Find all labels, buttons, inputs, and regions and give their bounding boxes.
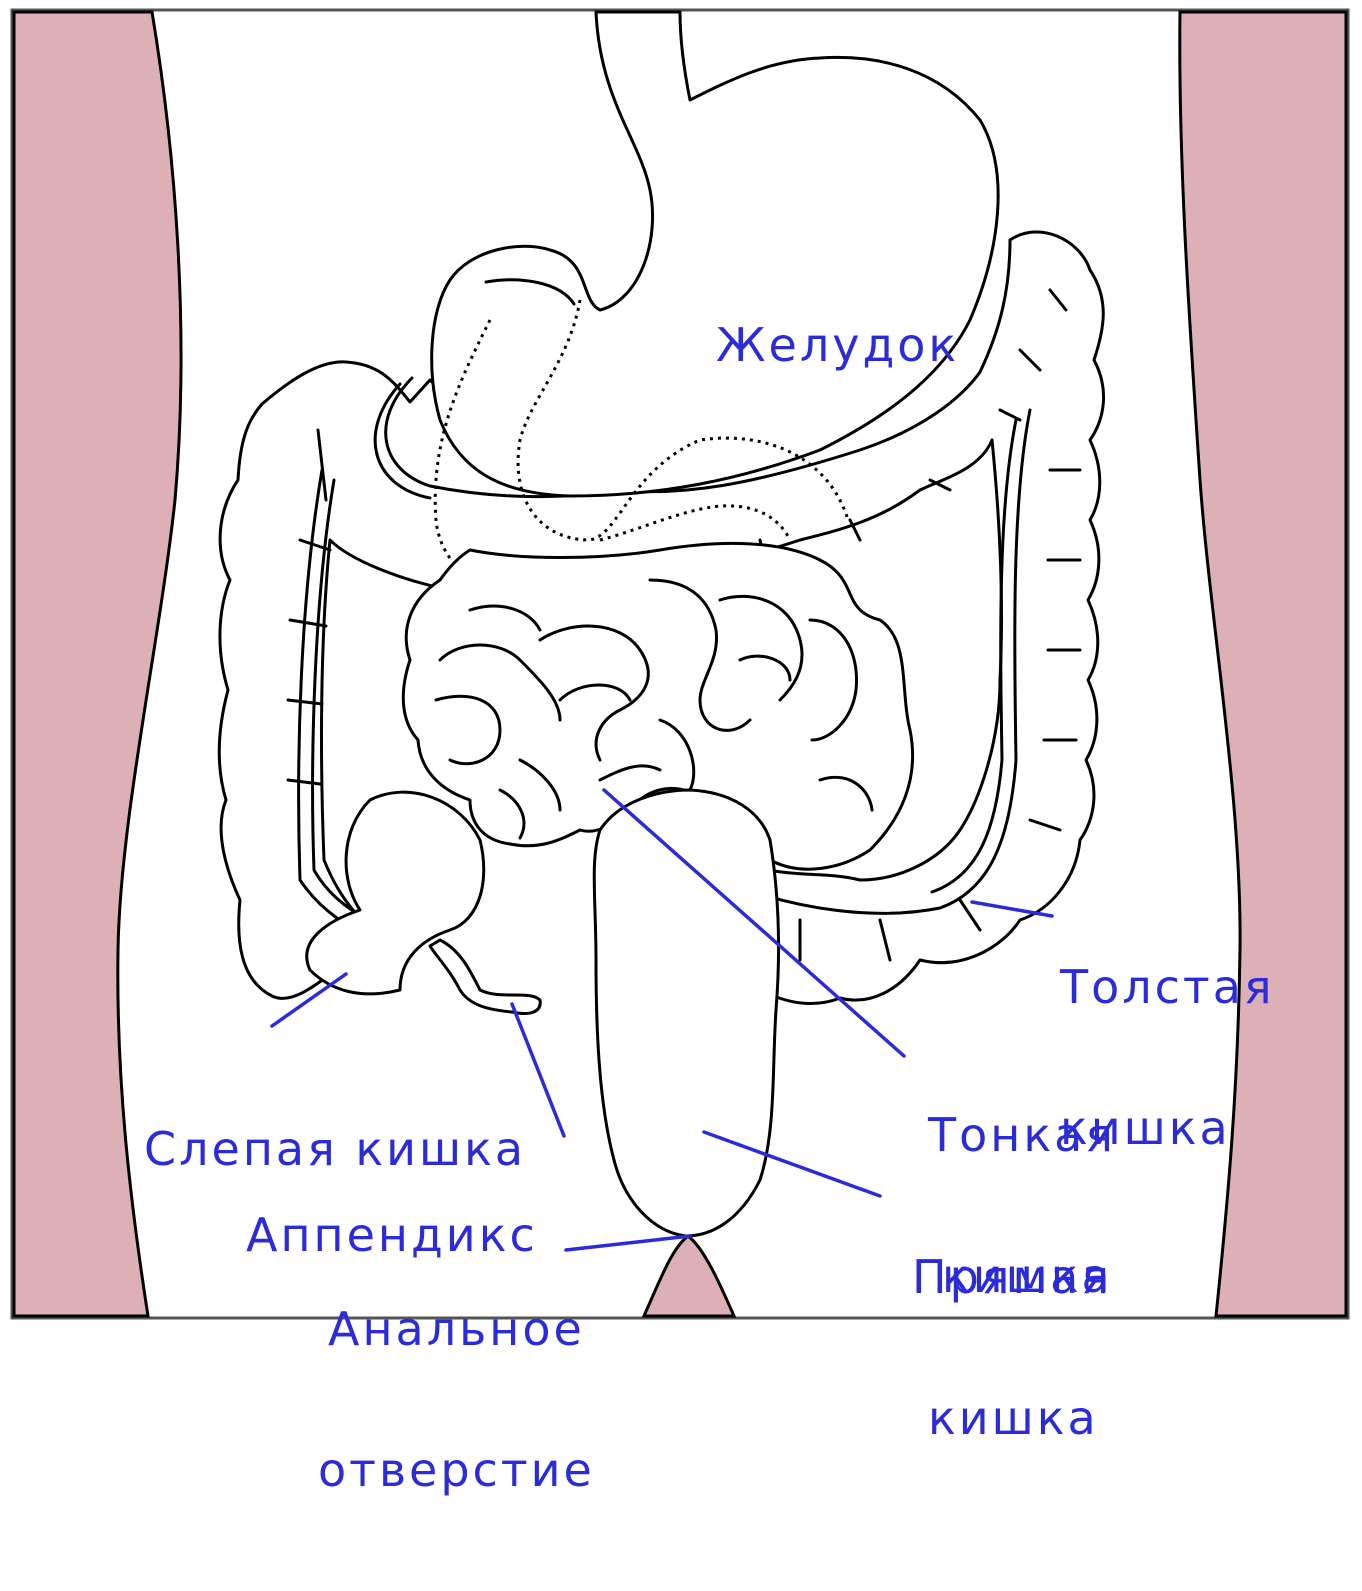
label-stomach: Желудок (716, 228, 959, 463)
label-rectum-line-1: Прямая (912, 1254, 1112, 1301)
label-rectum: Прямая кишка (912, 1160, 1112, 1536)
rectum (594, 790, 778, 1236)
label-large-intestine-line-1: Толстая (1060, 964, 1275, 1011)
label-small-intestine-line-1: Тонкая (928, 1112, 1116, 1159)
label-stomach-text: Желудок (716, 322, 959, 369)
label-anus-line-2: отверстие (318, 1447, 595, 1494)
label-anus: Анальное отверстие (318, 1212, 595, 1588)
label-anus-line-1: Анальное (318, 1306, 595, 1353)
digestive-system-diagram: Желудок Толстая кишка Тонкая кишка Пряма… (0, 0, 1362, 1326)
label-rectum-line-2: кишка (912, 1395, 1112, 1442)
